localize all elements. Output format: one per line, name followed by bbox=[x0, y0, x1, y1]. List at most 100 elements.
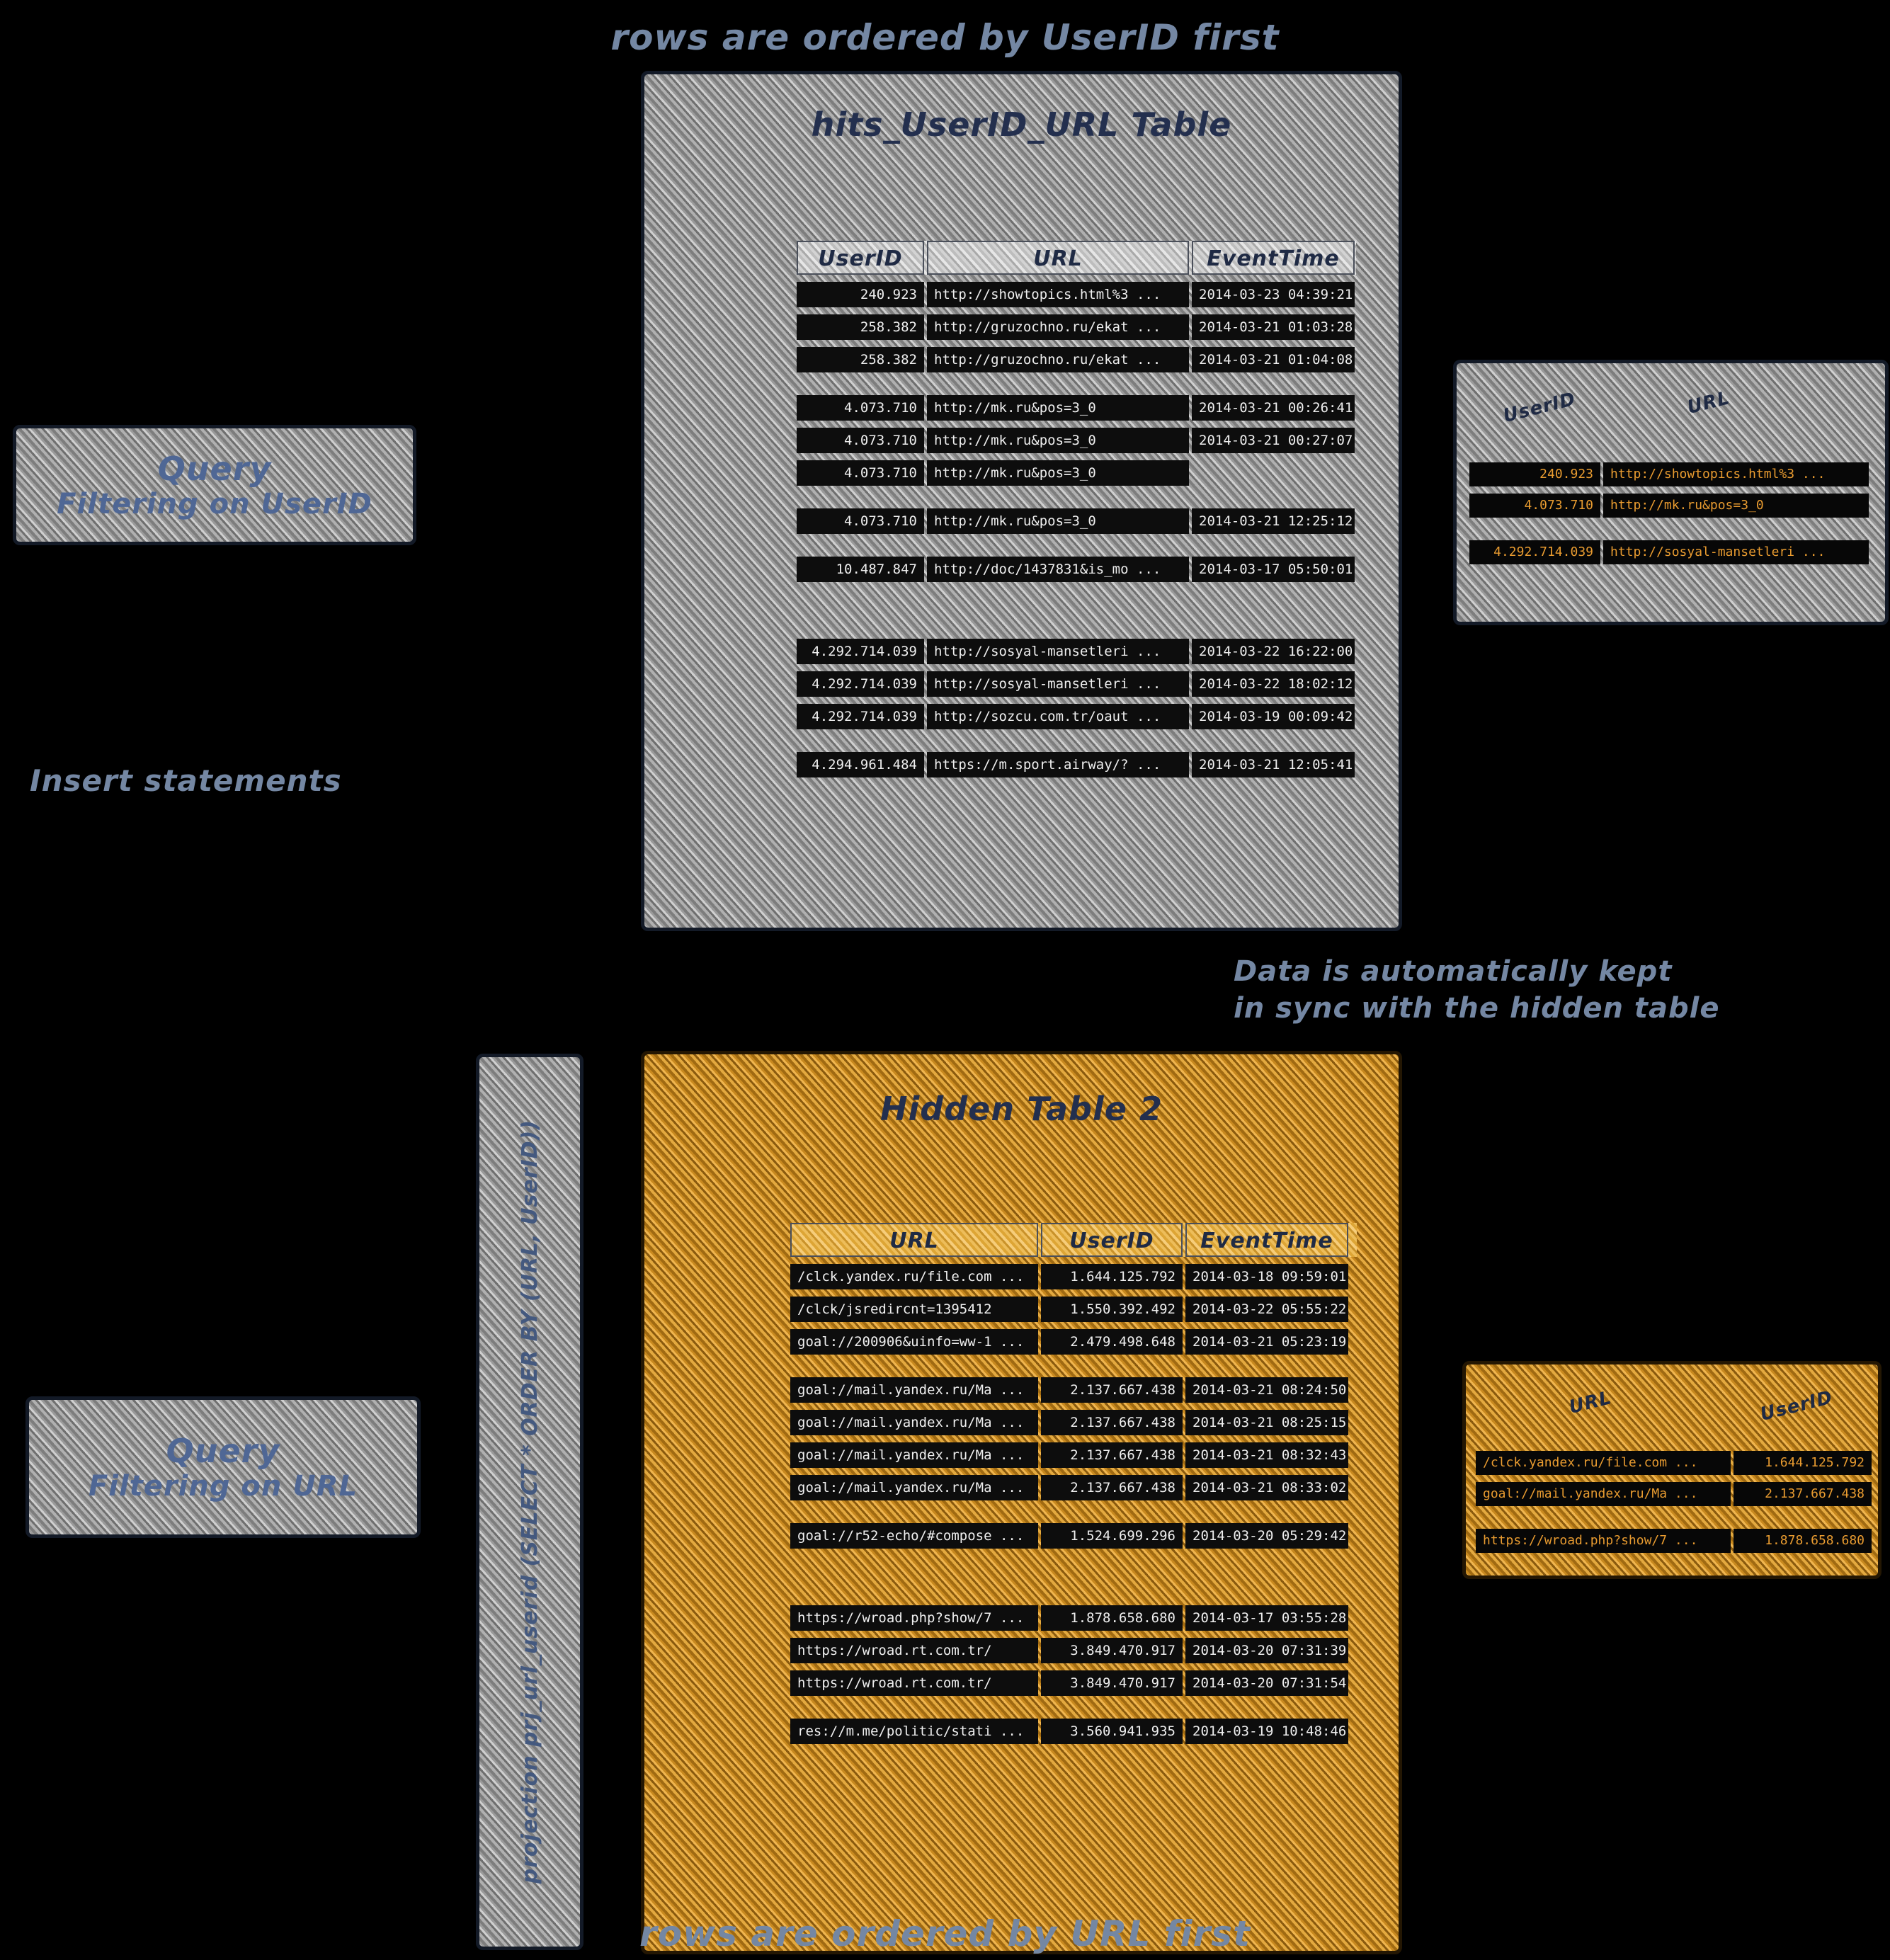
table-cell: 3.560.941.935 bbox=[1041, 1719, 1183, 1744]
table-cell: https://wroad.php?show/7 ... bbox=[1476, 1529, 1731, 1553]
table-cell: 2014-03-21 00:26:41 bbox=[1192, 395, 1355, 421]
table2-header: URL UserID EventTime bbox=[790, 1223, 1357, 1257]
table-cell: 2014-03-20 07:31:39 bbox=[1185, 1638, 1348, 1663]
bottom-ordering-note: rows are ordered by URL first bbox=[639, 1913, 1251, 1954]
table-cell: 2.137.667.438 bbox=[1041, 1475, 1183, 1500]
table-cell: 2.137.667.438 bbox=[1041, 1410, 1183, 1435]
table-cell: 2014-03-18 09:59:01 bbox=[1185, 1264, 1348, 1289]
table-cell: 4.292.714.039 bbox=[797, 639, 924, 664]
projection-pipe: projection prj_url_userid (SELECT * ORDE… bbox=[476, 1054, 583, 1950]
table-cell: 4.073.710 bbox=[797, 460, 924, 486]
table-cell: 2014-03-17 05:50:01 bbox=[1192, 557, 1355, 582]
sync-note: Data is automatically kept in sync with … bbox=[1234, 953, 1720, 1027]
table-cell: 10.487.847 bbox=[797, 557, 924, 582]
table-cell: 2.137.667.438 bbox=[1041, 1442, 1183, 1468]
table-cell: 3.849.470.917 bbox=[1041, 1670, 1183, 1696]
table-row: goal://200906&uinfo=ww-1 ...2.479.498.64… bbox=[790, 1329, 1357, 1355]
query-filter-url-box: Query Filtering on URL bbox=[25, 1396, 421, 1538]
table-cell: 2014-03-21 01:04:08 bbox=[1192, 347, 1355, 372]
table-cell: 2014-03-21 01:03:28 bbox=[1192, 314, 1355, 340]
hits-userid-url-table-panel: hits_UserID_URL Table UserID URL EventTi… bbox=[641, 71, 1402, 931]
table-cell: 4.073.710 bbox=[797, 428, 924, 453]
table-cell: https://m.sport.airway/? ... bbox=[927, 752, 1189, 777]
table-cell: /clck.yandex.ru/file.com ... bbox=[790, 1264, 1038, 1289]
table-cell: http://mk.ru&pos=3_0 bbox=[1603, 494, 1869, 518]
result2-col-label-url: URL bbox=[1566, 1387, 1614, 1418]
query-label: Query bbox=[157, 450, 272, 488]
table-cell: 2014-03-21 12:25:12 bbox=[1192, 508, 1355, 534]
table-row: goal://mail.yandex.ru/Ma ...2.137.667.43… bbox=[1476, 1482, 1876, 1506]
table-cell: 1.878.658.680 bbox=[1734, 1529, 1872, 1553]
table-cell: http://mk.ru&pos=3_0 bbox=[927, 508, 1189, 534]
table-cell: 3.849.470.917 bbox=[1041, 1638, 1183, 1663]
table-cell: /clck.yandex.ru/file.com ... bbox=[1476, 1451, 1731, 1475]
table-cell: 4.292.714.039 bbox=[797, 671, 924, 697]
table-cell: http://doc/1437831&is_mo ... bbox=[927, 557, 1189, 582]
result2-col-label-userid: UserID bbox=[1758, 1386, 1835, 1425]
table-cell: 2014-03-20 07:31:54 bbox=[1185, 1670, 1348, 1696]
top-ordering-note: rows are ordered by UserID first bbox=[610, 17, 1280, 58]
table-row: goal://mail.yandex.ru/Ma ...2.137.667.43… bbox=[790, 1475, 1357, 1500]
table-row: https://wroad.php?show/7 ...1.878.658.68… bbox=[1476, 1529, 1876, 1553]
table-cell: 4.294.961.484 bbox=[797, 752, 924, 777]
table-cell: 2014-03-22 18:02:12 bbox=[1192, 671, 1355, 697]
table-cell: https://wroad.rt.com.tr/ bbox=[790, 1670, 1038, 1696]
table-cell: 2.137.667.438 bbox=[1041, 1377, 1183, 1403]
table-cell: 1.878.658.680 bbox=[1041, 1605, 1183, 1631]
column-header-eventtime: EventTime bbox=[1192, 241, 1355, 275]
table-cell: 2.137.667.438 bbox=[1734, 1482, 1872, 1506]
table-cell: res://m.me/politic/stati ... bbox=[790, 1719, 1038, 1744]
table-cell: 2014-03-21 08:25:15 bbox=[1185, 1410, 1348, 1435]
table-cell: goal://r52-echo/#compose ... bbox=[790, 1523, 1038, 1549]
table-cell: 2014-03-22 05:55:22 bbox=[1185, 1297, 1348, 1322]
table-cell: goal://mail.yandex.ru/Ma ... bbox=[790, 1377, 1038, 1403]
table-cell: http://gruzochno.ru/ekat ... bbox=[927, 314, 1189, 340]
table-cell: http://sosyal-mansetleri ... bbox=[927, 671, 1189, 697]
table-cell: 1.644.125.792 bbox=[1041, 1264, 1183, 1289]
table-row: goal://r52-echo/#compose ...1.524.699.29… bbox=[790, 1523, 1357, 1549]
table-row: /clck.yandex.ru/file.com ...1.644.125.79… bbox=[790, 1264, 1357, 1289]
table-cell: https://wroad.php?show/7 ... bbox=[790, 1605, 1038, 1631]
table-cell: http://gruzochno.ru/ekat ... bbox=[927, 347, 1189, 372]
table-cell: http://mk.ru&pos=3_0 bbox=[927, 428, 1189, 453]
table-cell: /clck/jsredircnt=1395412 bbox=[790, 1297, 1038, 1322]
query-label: Query bbox=[166, 1432, 280, 1470]
table-cell: 1.524.699.296 bbox=[1041, 1523, 1183, 1549]
table-cell: 2014-03-20 05:29:42 bbox=[1185, 1523, 1348, 1549]
table-row: /clck.yandex.ru/file.com ...1.644.125.79… bbox=[1476, 1451, 1876, 1475]
table-cell: goal://200906&uinfo=ww-1 ... bbox=[790, 1329, 1038, 1355]
table-cell: 258.382 bbox=[797, 314, 924, 340]
table-cell: goal://mail.yandex.ru/Ma ... bbox=[790, 1475, 1038, 1500]
table-cell: 240.923 bbox=[797, 282, 924, 307]
column-header-userid: UserID bbox=[797, 241, 924, 275]
column-header-url: URL bbox=[927, 241, 1189, 275]
table-cell: 2014-03-21 00:27:07 bbox=[1192, 428, 1355, 453]
table-cell: http://mk.ru&pos=3_0 bbox=[927, 460, 1189, 486]
table-cell: 2014-03-19 10:48:46 bbox=[1185, 1719, 1348, 1744]
table-cell: 258.382 bbox=[797, 347, 924, 372]
query-filter-userid-label: Filtering on UserID bbox=[57, 488, 372, 520]
table-cell: 1.644.125.792 bbox=[1734, 1451, 1872, 1475]
table-row: goal://mail.yandex.ru/Ma ...2.137.667.43… bbox=[790, 1410, 1357, 1435]
table-row: goal://mail.yandex.ru/Ma ...2.137.667.43… bbox=[790, 1442, 1357, 1468]
table-row: res://m.me/politic/stati ...3.560.941.93… bbox=[790, 1719, 1357, 1744]
table-cell: http://sosyal-mansetleri ... bbox=[1603, 540, 1869, 564]
